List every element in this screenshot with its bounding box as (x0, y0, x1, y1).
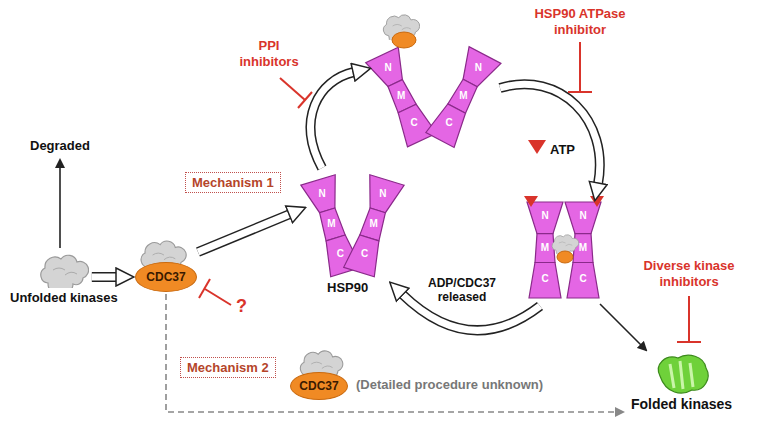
domain-letter: N (319, 188, 326, 200)
atp-symbol (528, 140, 546, 154)
hsp90-domain (426, 104, 466, 148)
hsp90-domain (567, 263, 599, 299)
unfolded-kinase: Unfolded kinases (4, 250, 124, 305)
node-text: Mechanism 1 (192, 175, 274, 190)
atp-symbol (590, 196, 604, 207)
domain-letter: C (361, 248, 368, 260)
hsp90-domain (573, 234, 593, 263)
domain-letter: N (579, 210, 586, 222)
inhibitor-label: PPI inhibitors (232, 38, 306, 69)
domain-letter: M (459, 90, 467, 102)
domain-letter: M (327, 218, 335, 230)
connector (166, 294, 623, 412)
domain-letter: M (579, 242, 587, 254)
atp-label: ATP (550, 142, 575, 158)
node-text: CDC37 (299, 379, 338, 393)
domain-letter: M (369, 218, 377, 230)
domain-letter: M (397, 90, 405, 102)
cdc37-ellipse: CDC37 (290, 372, 348, 400)
hsp90-dimers (301, 47, 601, 298)
node-text: CDC37 (146, 270, 185, 284)
outcome-label: Degraded (30, 138, 90, 154)
cdc37-small (557, 251, 573, 263)
hsp90-domain (527, 202, 563, 234)
domain-letter: C (579, 273, 586, 285)
domain-letter: N (475, 62, 482, 74)
note-label: (Detailed procedure unknown) (356, 377, 543, 393)
hsp90-domain (529, 263, 561, 299)
node-text: Folded kinases (631, 396, 732, 412)
domain-letter: N (541, 210, 548, 222)
release-label: ADP/CDC37 released (410, 276, 514, 305)
cdc37-small (392, 32, 416, 48)
mechanism-box: Mechanism 2 (180, 357, 276, 378)
kinase-blob (652, 352, 712, 396)
hsp90-domain (344, 235, 379, 277)
dashed-arrow (166, 294, 623, 412)
degrade-arrow (59, 160, 61, 248)
domain-letter: C (410, 117, 417, 129)
mechanism-box: Mechanism 1 (185, 172, 281, 193)
hsp90-domain (370, 175, 404, 213)
node-text: Unfolded kinases (10, 290, 118, 305)
connector (92, 277, 117, 278)
fold-arrow (600, 304, 646, 350)
node-text: Mechanism 2 (187, 360, 269, 375)
cycle-arrows (198, 72, 600, 330)
hsp90-domain (366, 47, 403, 86)
hsp90-domain (301, 175, 335, 213)
hsp90-domain (463, 47, 501, 87)
question-mark: ? (236, 296, 247, 318)
domain-letter: C (337, 248, 344, 260)
domain-letter: C (541, 273, 548, 285)
hsp90-domain (565, 202, 601, 234)
hsp90-domain (535, 234, 555, 263)
folded-kinase: Folded kinases (625, 352, 738, 412)
cdc37-ellipse: CDC37 (135, 262, 197, 292)
protein-label: HSP90 (327, 280, 368, 296)
domain-letter: C (445, 117, 452, 129)
kinase-cloud (41, 255, 89, 290)
atp-symbol (524, 196, 538, 207)
blob-stripes (670, 361, 693, 389)
folded-blob (658, 355, 708, 393)
block-arrow-outline (92, 272, 117, 282)
inhibitor-label: Diverse kinase inhibitors (630, 258, 748, 289)
kinase-blob (39, 250, 89, 290)
domain-letter: N (384, 62, 391, 74)
inhibitor-label: HSP90 ATPase inhibitor (525, 6, 635, 37)
domain-letter: M (541, 242, 549, 254)
block-arrow (92, 274, 117, 281)
domain-letter: N (379, 188, 386, 200)
